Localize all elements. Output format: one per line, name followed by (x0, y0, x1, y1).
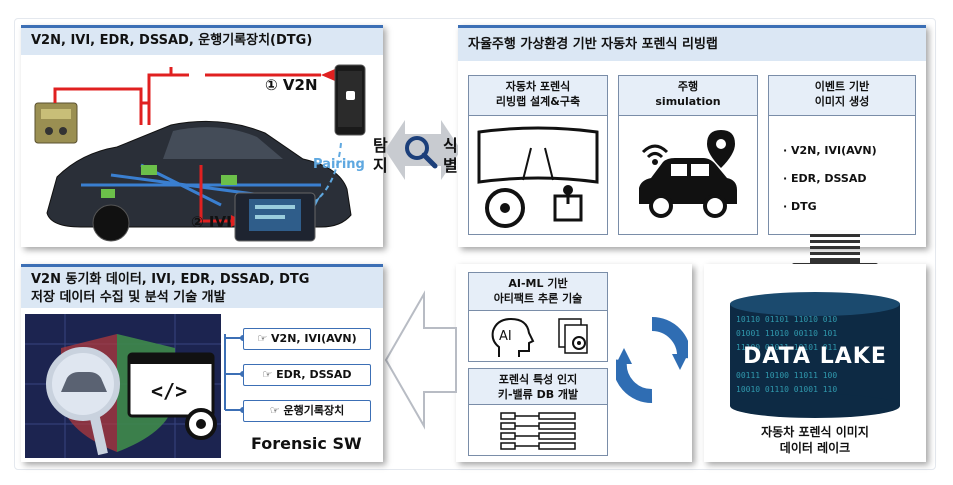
box-living-lab-design: 자동차 포렌식 리빙랩 설계&구축 (468, 75, 608, 235)
panel-title-line1: V2N 동기화 데이터, IVI, EDR, DSSAD, DTG (31, 272, 310, 287)
event-item-3: · DTG (783, 200, 817, 213)
data-lake-cylinder: 10110 01101 11010 010 01001 11010 00110 … (730, 292, 900, 418)
panel-living-lab: 자율주행 가상환경 기반 자동차 포렌식 리빙랩 자동차 포렌식 리빙랩 설계&… (458, 25, 926, 247)
key-value-list-icon (500, 412, 576, 450)
search-double-arrow (385, 120, 461, 180)
tag-edr-dssad: ☞ EDR, DSSAD (243, 364, 371, 386)
center-text-left-top: 탐 (373, 136, 388, 155)
data-lake-caption: 자동차 포렌식 이미지 데이터 레이크 (761, 425, 869, 455)
box-title: 자동차 포렌식 리빙랩 설계&구축 (469, 76, 607, 116)
vehicle-illustration (34, 64, 366, 242)
panel-title-line2: 저장 데이터 수집 및 분석 기술 개발 (31, 290, 226, 305)
tag-connector-lines (224, 334, 245, 413)
panel-vehicle-sources: V2N, IVI, EDR, DSSAD, 운행기록장치(DTG) (21, 25, 383, 247)
outer-frame (14, 18, 936, 470)
svg-text:</>: </> (151, 379, 187, 403)
tag-dtg: ☞ 운행기록장치 (243, 400, 371, 422)
panel-title: V2N, IVI, EDR, DSSAD, 운행기록장치(DTG) (21, 25, 383, 55)
panel-forensic-sw: V2N 동기화 데이터, IVI, EDR, DSSAD, DTG 저장 데이터… (21, 264, 383, 462)
ai-head-icon (491, 317, 535, 357)
box-ai-ml: AI-ML 기반 아티팩트 추론 기술 AI (468, 272, 608, 362)
red-link-v2n (53, 73, 189, 125)
center-text-left-bottom: 지 (373, 156, 388, 175)
magnifier-icon (405, 136, 438, 169)
svg-text:10110 01101 11010 010: 10110 01101 11010 010 (736, 315, 837, 324)
label-pairing: Pairing (313, 157, 365, 172)
panel-title: 자율주행 가상환경 기반 자동차 포렌식 리빙랩 (458, 25, 926, 61)
svg-text:11100 01011 10101 011: 11100 01011 10101 011 (736, 343, 837, 352)
event-item-2: · EDR, DSSAD (783, 172, 867, 185)
box-event-image: 이벤트 기반 이미지 생성 · V2N, IVI(AVN) · EDR, DSS… (768, 75, 916, 235)
box-title: 이벤트 기반 이미지 생성 (769, 76, 915, 116)
panel-data-lake: 10110 01101 11010 010 01001 11010 00110 … (704, 264, 926, 462)
tag-v2n-ivi: ☞ V2N, IVI(AVN) (243, 328, 371, 350)
center-text-right-top: 식 (443, 136, 458, 155)
box-title: 포렌식 특성 인지 키-밸류 DB 개발 (469, 369, 607, 405)
document-gear-icon (558, 318, 588, 354)
box-title: 주행 simulation (619, 76, 757, 116)
cycle-arrows-icon (616, 316, 688, 404)
svg-text:00111 10100 11011 100: 00111 10100 11011 100 (736, 371, 837, 380)
svg-text:10010 01110 01001 110: 10010 01110 01001 110 (736, 385, 837, 394)
forensic-software-illustration: </> (25, 314, 221, 458)
box-driving-simulation: 주행 simulation (618, 75, 758, 235)
pairing-arrow (312, 142, 342, 204)
box-title: AI-ML 기반 아티팩트 추론 기술 (469, 273, 607, 311)
panel-title-box: V2N 동기화 데이터, IVI, EDR, DSSAD, DTG 저장 데이터… (21, 264, 383, 308)
event-item-1: · V2N, IVI(AVN) (783, 144, 877, 157)
box-key-value-db: 포렌식 특성 인지 키-밸류 DB 개발 (468, 368, 608, 456)
forensic-sw-label: Forensic SW (251, 434, 362, 453)
center-text-right-bottom: 별 (443, 156, 458, 175)
data-lake-label: DATA LAKE (743, 344, 887, 369)
svg-text:01001 11010 00110 101: 01001 11010 00110 101 (736, 329, 837, 338)
connected-car-icon (639, 130, 737, 218)
ai-label: AI (499, 329, 512, 344)
left-hollow-arrow (384, 290, 457, 430)
panel-ai-db: AI-ML 기반 아티팩트 추론 기술 AI 포렌식 특성 인지 키-밸류 DB… (456, 264, 692, 462)
label-ivi: ② IVI (191, 213, 232, 231)
driving-simulator-icon (477, 126, 599, 228)
label-v2n: ① V2N (265, 76, 318, 94)
